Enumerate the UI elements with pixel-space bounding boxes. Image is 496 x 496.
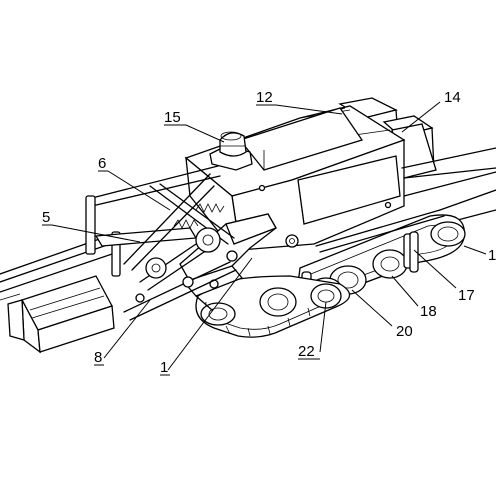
left-track [195, 275, 351, 338]
reference-labels: 12 14 15 6 5 8 1 22 20 18 [42, 89, 496, 376]
label-5: 5 [42, 209, 50, 226]
blade-assembly [0, 275, 115, 354]
label-8: 8 [94, 349, 102, 366]
warning-lamp [209, 131, 253, 171]
label-20: 20 [396, 323, 413, 340]
label-18: 18 [420, 303, 437, 320]
label-22: 22 [298, 343, 315, 360]
label-1-right: 1 [488, 247, 496, 264]
label-6: 6 [98, 155, 106, 172]
label-15: 15 [164, 109, 181, 126]
cutter-frame [0, 165, 237, 321]
main-housing [184, 105, 406, 252]
rear-boxes [338, 97, 437, 179]
label-14: 14 [444, 89, 461, 106]
right-arms [401, 147, 496, 223]
label-12: 12 [256, 89, 273, 106]
label-1: 1 [160, 359, 168, 376]
label-17: 17 [458, 287, 475, 304]
